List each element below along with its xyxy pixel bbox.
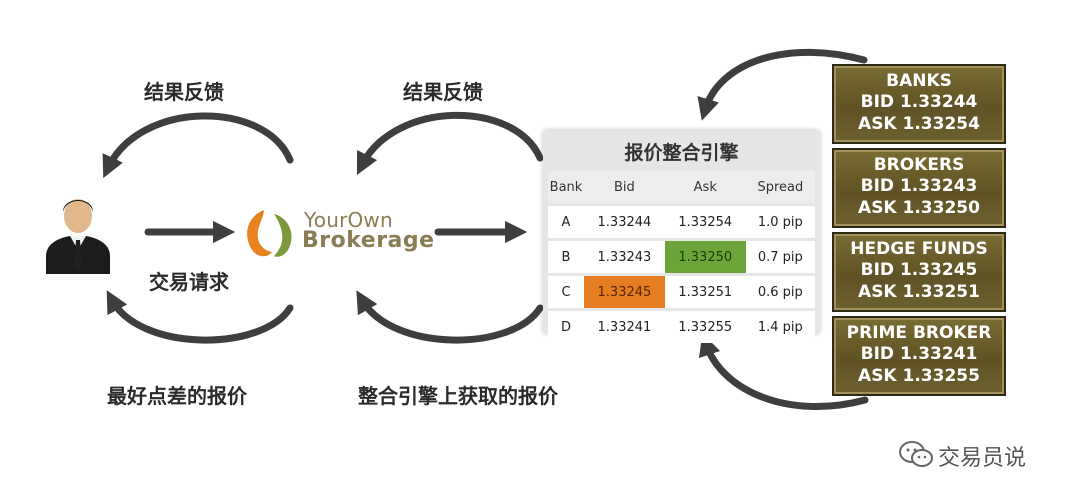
- provider-arrow-bottom: [698, 333, 869, 410]
- table-row: A 1.33244 1.33254 1.0 pip: [548, 203, 815, 238]
- provider-brokers: BROKERS BID 1.33243 ASK 1.33250: [832, 148, 1006, 228]
- cell-ask: 1.33251: [664, 273, 746, 308]
- header-bank: Bank: [548, 171, 584, 203]
- quote-arrow-left: [106, 290, 294, 344]
- provider-name: PRIME BROKER: [846, 323, 992, 343]
- label-best-spread: 最好点差的报价: [107, 384, 247, 408]
- yourown-brokerage-logo: YourOwn Brokerage: [238, 204, 438, 260]
- logo-line2: Brokerage: [302, 228, 435, 253]
- provider-arrow-top: [697, 48, 868, 121]
- provider-name: BROKERS: [873, 155, 965, 175]
- cell-spread: 0.7 pip: [745, 238, 815, 273]
- logo-line1: YourOwn: [304, 208, 393, 232]
- quote-table-header: Bank Bid Ask Spread: [548, 171, 815, 203]
- label-feedback-right: 结果反馈: [403, 80, 483, 104]
- cell-bid: 1.33241: [584, 308, 665, 343]
- provider-bid: BID 1.33243: [860, 176, 978, 196]
- cell-bid: 1.33244: [584, 203, 665, 238]
- cell-bid-best: 1.33245: [584, 273, 665, 308]
- watermark-text: 交易员说: [938, 446, 1027, 471]
- label-engine-quote: 整合引擎上获取的报价: [358, 384, 558, 408]
- cell-bank: D: [548, 308, 584, 343]
- provider-ask: ASK 1.33250: [858, 198, 980, 218]
- provider-bid: BID 1.33244: [860, 92, 978, 112]
- header-bid: Bid: [584, 171, 665, 203]
- provider-banks: BANKS BID 1.33244 ASK 1.33254: [832, 64, 1006, 144]
- engine-title: 报价整合引擎: [624, 142, 739, 164]
- header-ask: Ask: [664, 171, 746, 203]
- provider-name: HEDGE FUNDS: [850, 239, 988, 259]
- provider-bid: BID 1.33245: [860, 260, 978, 280]
- cell-ask-best: 1.33250: [664, 238, 746, 273]
- provider-prime-broker: PRIME BROKER BID 1.33241 ASK 1.33255: [832, 316, 1006, 396]
- provider-hedge-funds: HEDGE FUNDS BID 1.33245 ASK 1.33251: [832, 232, 1006, 312]
- watermark: 交易员说: [898, 438, 1068, 472]
- label-feedback-left: 结果反馈: [144, 80, 224, 104]
- provider-ask: ASK 1.33254: [858, 114, 980, 134]
- brokerage-logo-mark: [247, 210, 292, 257]
- cell-spread: 1.0 pip: [745, 203, 815, 238]
- cell-spread: 1.4 pip: [745, 308, 815, 343]
- provider-ask: ASK 1.33251: [858, 282, 980, 302]
- provider-ask: ASK 1.33255: [858, 366, 980, 386]
- cell-bank: A: [548, 203, 584, 238]
- feedback-arrow-left: [102, 112, 294, 179]
- quote-aggregation-engine: 报价整合引擎 Bank Bid Ask Spread A 1.33244 1.3…: [543, 130, 820, 343]
- cell-bank: C: [548, 273, 584, 308]
- user-icon: [46, 199, 110, 274]
- cell-ask: 1.33254: [664, 203, 746, 238]
- label-trade-request: 交易请求: [149, 270, 229, 294]
- table-row: C 1.33245 1.33251 0.6 pip: [548, 273, 815, 308]
- provider-bid: BID 1.33241: [860, 344, 978, 364]
- wechat-icon: [899, 441, 933, 467]
- table-row: D 1.33241 1.33255 1.4 pip: [548, 308, 815, 343]
- cell-spread: 0.6 pip: [745, 273, 815, 308]
- header-spread: Spread: [745, 171, 815, 203]
- quote-arrow-middle: [356, 290, 544, 344]
- cell-ask: 1.33255: [664, 308, 746, 343]
- quote-table: Bank Bid Ask Spread A 1.33244 1.33254 1.…: [548, 171, 815, 343]
- cell-bank: B: [548, 238, 584, 273]
- provider-name: BANKS: [886, 71, 952, 91]
- cell-bid: 1.33243: [584, 238, 665, 273]
- table-row: B 1.33243 1.33250 0.7 pip: [548, 238, 815, 273]
- feedback-arrow-middle: [356, 111, 544, 175]
